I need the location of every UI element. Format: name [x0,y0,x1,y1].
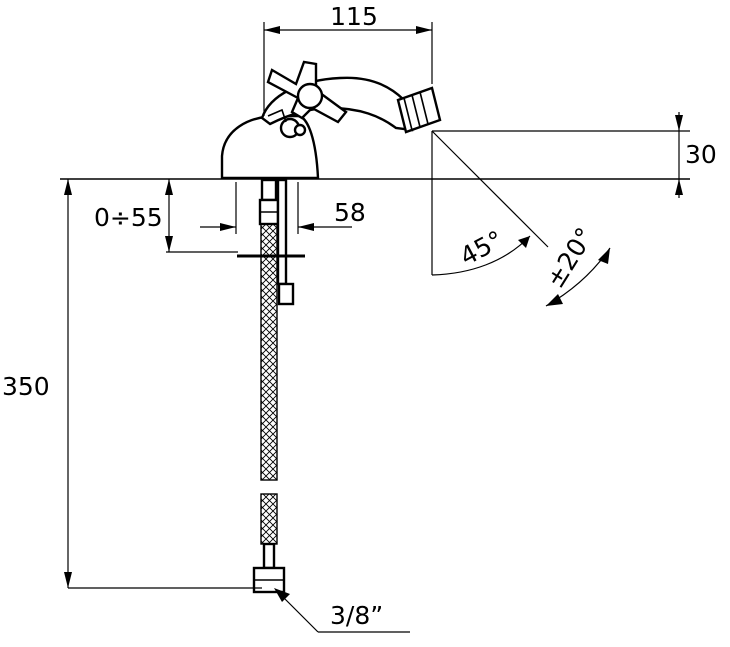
spout-angle-label: 45° [455,225,508,271]
spout-height-label: 30 [685,140,717,169]
dim-width: 115 [263,2,433,116]
dim-deck-range: 0÷55 [94,179,238,253]
hole-width-label: 58 [334,198,366,227]
dim-connection: 3/8” [274,588,410,633]
width-label: 115 [330,2,378,31]
dim-angles: 45° ±20° [431,130,611,307]
connection-label: 3/8” [330,601,383,630]
dim-spout-height: 30 [432,112,717,198]
dim-hole-width: 58 [200,182,366,234]
spout-swivel-label: ±20° [540,222,599,293]
faucet-body [220,60,442,180]
dim-hose-length: 350 [2,179,262,589]
hose-assembly [237,178,305,594]
hose-length-label: 350 [2,372,50,401]
deck-range-label: 0÷55 [94,203,163,232]
